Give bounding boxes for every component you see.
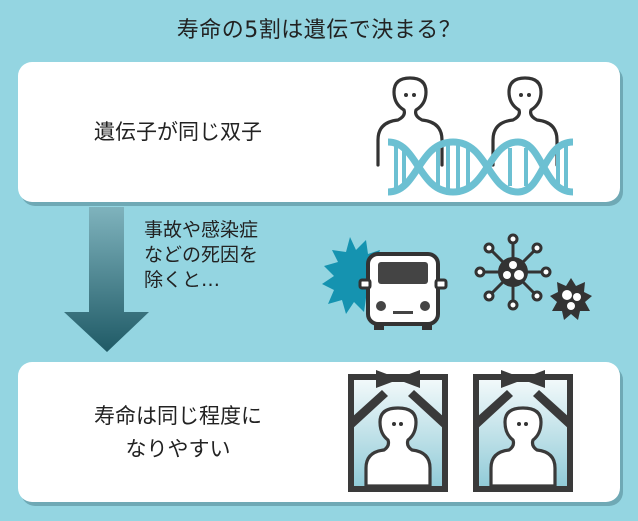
result-label: 寿命は同じ程度に なりやすい — [18, 400, 338, 466]
germ-icon — [550, 278, 592, 320]
result-card: 寿命は同じ程度に なりやすい — [18, 362, 620, 502]
memorial-portraits-icon — [348, 368, 588, 496]
condition-line-3: 除くと… — [144, 269, 221, 291]
condition-line-1: 事故や感染症 — [144, 219, 259, 241]
down-arrow-icon — [64, 207, 149, 352]
page-title: 寿命の5割は遺伝で決まる？ — [176, 18, 462, 43]
condition-line-2: などの死因を — [144, 244, 259, 266]
twins-card: 遺伝子が同じ双子 — [18, 62, 620, 202]
collision-car-icon — [322, 237, 448, 330]
result-line-2: なりやすい — [125, 437, 231, 461]
twins-dna-icon — [376, 76, 574, 196]
virus-icon — [474, 233, 552, 311]
result-line-1: 寿命は同じ程度に — [94, 404, 262, 428]
condition-text: 事故や感染症 などの死因を 除くと… — [144, 218, 258, 293]
twins-label: 遺伝子が同じ双子 — [94, 120, 262, 144]
